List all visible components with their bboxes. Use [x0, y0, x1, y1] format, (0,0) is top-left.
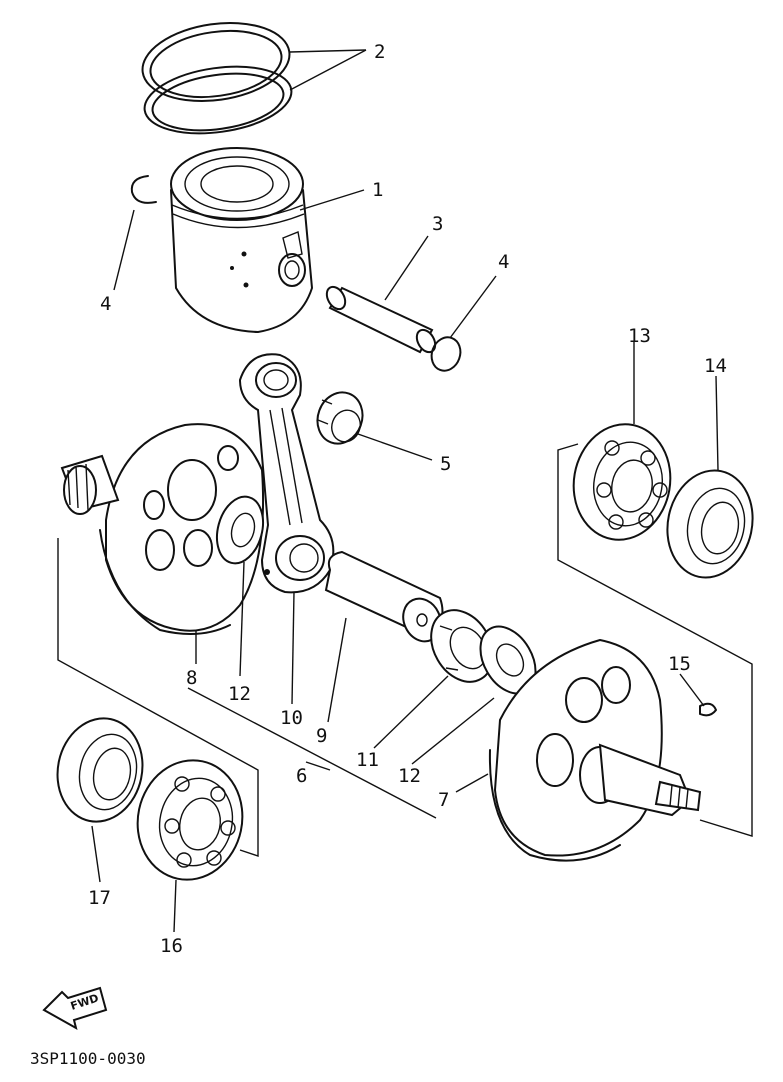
callout-9: 9 [316, 725, 327, 747]
callout-4-right: 4 [498, 251, 509, 273]
piston-rings [141, 21, 293, 135]
circlip-left [130, 175, 157, 204]
connecting-rod [238, 353, 335, 594]
callout-8: 8 [186, 667, 197, 689]
callout-7: 7 [438, 789, 449, 811]
assembly-brackets [57, 443, 753, 857]
callout-14: 14 [704, 355, 727, 377]
callout-5: 5 [440, 453, 451, 475]
bearing-16 [136, 759, 244, 881]
shim-upper [215, 495, 265, 565]
fwd-arrow: FWD [42, 986, 108, 1031]
callout-17: 17 [88, 887, 111, 909]
piston-pin [325, 285, 437, 354]
callout-labels: 2 1 3 4 4 5 13 14 8 12 10 9 6 11 12 7 15… [88, 41, 727, 957]
callout-16: 16 [160, 935, 183, 957]
callout-12-upper: 12 [228, 683, 251, 705]
small-end-bearing [316, 391, 364, 445]
crank-right [488, 638, 702, 862]
callout-1: 1 [372, 179, 383, 201]
oil-seal-14 [666, 469, 754, 579]
callout-13: 13 [628, 325, 651, 347]
callout-3: 3 [432, 213, 443, 235]
oil-seal-17 [56, 717, 144, 823]
crank-pin [324, 550, 444, 643]
woodruff-key [699, 702, 717, 717]
piston [170, 147, 313, 333]
drawing-code: 3SP1100-0030 [30, 1049, 146, 1068]
callout-2: 2 [374, 41, 385, 63]
callout-6: 6 [296, 765, 307, 787]
bearing-13 [572, 423, 672, 541]
callout-10: 10 [280, 707, 303, 729]
callout-12-lower: 12 [398, 765, 421, 787]
callout-4-left: 4 [100, 293, 111, 315]
circlip-right [430, 336, 462, 372]
callout-15: 15 [668, 653, 691, 675]
crank-left [60, 423, 265, 635]
leader-lines [91, 49, 719, 933]
callout-11: 11 [356, 749, 379, 771]
big-end-bearing [430, 609, 494, 683]
